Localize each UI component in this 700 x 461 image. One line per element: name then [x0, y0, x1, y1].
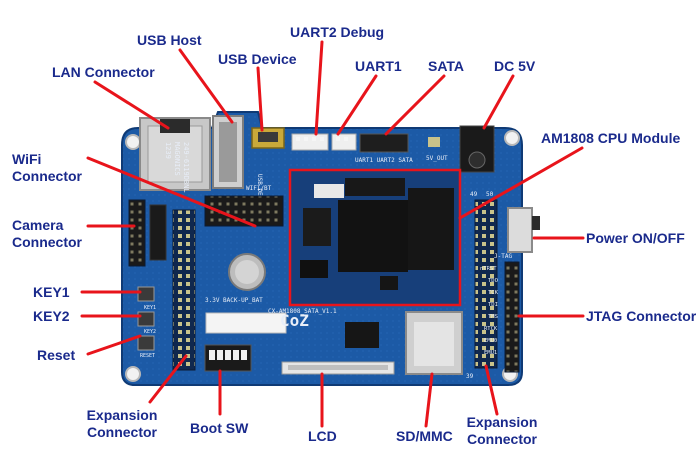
battery-silk: 3.3V BACK-UP_BAT — [205, 297, 263, 304]
lan-jack — [139, 117, 211, 191]
model-silk: CX-AM1808_SATA_V1.1 — [268, 308, 337, 315]
jtag-silk: J-TAG — [494, 253, 512, 260]
uart2-header — [291, 133, 329, 151]
dc-silk: 5V_OUT — [426, 155, 448, 162]
usb-device-arrow — [256, 66, 264, 132]
jack-silk-2: MAGONICS — [173, 142, 181, 176]
label-exp-right-line2: Connector — [467, 431, 537, 447]
jtag-pin-emu1: EMU1 — [484, 350, 497, 356]
reset-arrow — [86, 334, 142, 356]
cpu-module — [288, 168, 462, 307]
backup-battery — [228, 253, 266, 291]
label-usb-device: USB Device — [218, 51, 297, 67]
label-jtag-connector: JTAG Connector — [586, 308, 697, 324]
power-switch — [507, 207, 540, 253]
uart-silk: UART1 UART2 SATA — [355, 157, 413, 164]
jtag-pin-rtck: RTCK — [484, 326, 498, 332]
key2-silk: KEY2 — [144, 329, 156, 335]
label-expansion-connector-left: Expansion Connector — [82, 407, 162, 441]
coz-logo: CoZ — [280, 311, 309, 330]
label-lan-connector: LAN Connector — [52, 64, 155, 80]
jtag-pin-ntrst: nTRST — [480, 266, 497, 272]
label-exp-left-line2: Connector — [87, 424, 157, 440]
exp-left-arrow — [148, 354, 188, 404]
camera-header — [128, 199, 146, 267]
jtag-pin-tms: TMS — [488, 314, 498, 320]
sata-arrow — [384, 74, 446, 136]
usb-device-port — [251, 127, 285, 149]
label-lcd: LCD — [308, 428, 337, 444]
sdmmc-arrow — [424, 372, 434, 428]
exp-right-arrow — [484, 364, 499, 416]
label-exp-left-line1: Expansion — [86, 407, 158, 423]
boot-switch — [204, 344, 252, 372]
cpu-arrow — [458, 146, 584, 220]
wifi-arrow — [86, 156, 257, 228]
label-wifi-connector: WiFi Connector — [12, 151, 82, 185]
label-usb-host: USB Host — [137, 32, 202, 48]
wifi-silk: WIFI/BT — [246, 185, 272, 192]
label-expansion-connector-right: Expansion Connector — [458, 414, 546, 448]
label-power-on-off: Power ON/OFF — [586, 230, 685, 246]
dc-arrow — [482, 74, 515, 130]
jtag-pin-emu0: EMU0 — [484, 338, 497, 344]
jtag-pin-tck: TCK — [488, 290, 499, 296]
jtag-pin-tdi: TDI — [488, 302, 498, 308]
sata-connector — [359, 133, 409, 153]
label-am1808-cpu-module: AM1808 CPU Module — [541, 130, 681, 146]
label-camera-line1: Camera — [12, 217, 64, 233]
label-wifi-line2: Connector — [12, 168, 82, 184]
uart1-arrow — [336, 74, 378, 136]
key1-silk: KEY1 — [144, 305, 156, 311]
label-exp-right-line1: Expansion — [466, 414, 538, 430]
left-expansion-header — [172, 209, 196, 371]
label-boot-sw: Boot SW — [190, 420, 249, 436]
label-key2: KEY2 — [33, 308, 70, 324]
usb-host-port — [212, 115, 244, 189]
dc-jack — [459, 125, 495, 173]
reset-silk: RESET — [140, 353, 155, 359]
callout-lines — [80, 40, 585, 428]
label-camera-connector: Camera Connector — [12, 217, 82, 251]
sd-slot — [405, 311, 463, 375]
label-key1: KEY1 — [33, 284, 70, 300]
label-uart2-debug: UART2 Debug — [290, 24, 385, 40]
pin50-silk: 50 — [486, 191, 494, 198]
push-buttons — [137, 286, 155, 351]
pin39-silk: 39 — [466, 373, 474, 380]
uart1-header — [331, 133, 357, 151]
label-uart1: UART1 — [355, 58, 402, 74]
label-sd-mmc: SD/MMC — [396, 428, 453, 444]
usb-host-arrow — [178, 48, 234, 124]
label-wifi-line1: WiFi — [12, 151, 42, 167]
uart2-arrow — [314, 40, 324, 136]
usb-device-silk: USB DEVICE — [256, 174, 263, 211]
pin49-silk: 49 — [470, 191, 478, 198]
jack-silk-3: 1239 — [164, 142, 172, 159]
jtag-header — [504, 261, 520, 373]
jtag-pin-tdo: TDO — [488, 278, 498, 284]
label-camera-line2: Connector — [12, 234, 82, 250]
lan-arrow — [93, 80, 170, 130]
label-dc-5v: DC 5V — [494, 58, 536, 74]
jack-silk-1: 249-6119DBNL — [182, 142, 190, 193]
label-sata: SATA — [428, 58, 465, 74]
label-reset: Reset — [37, 347, 76, 363]
